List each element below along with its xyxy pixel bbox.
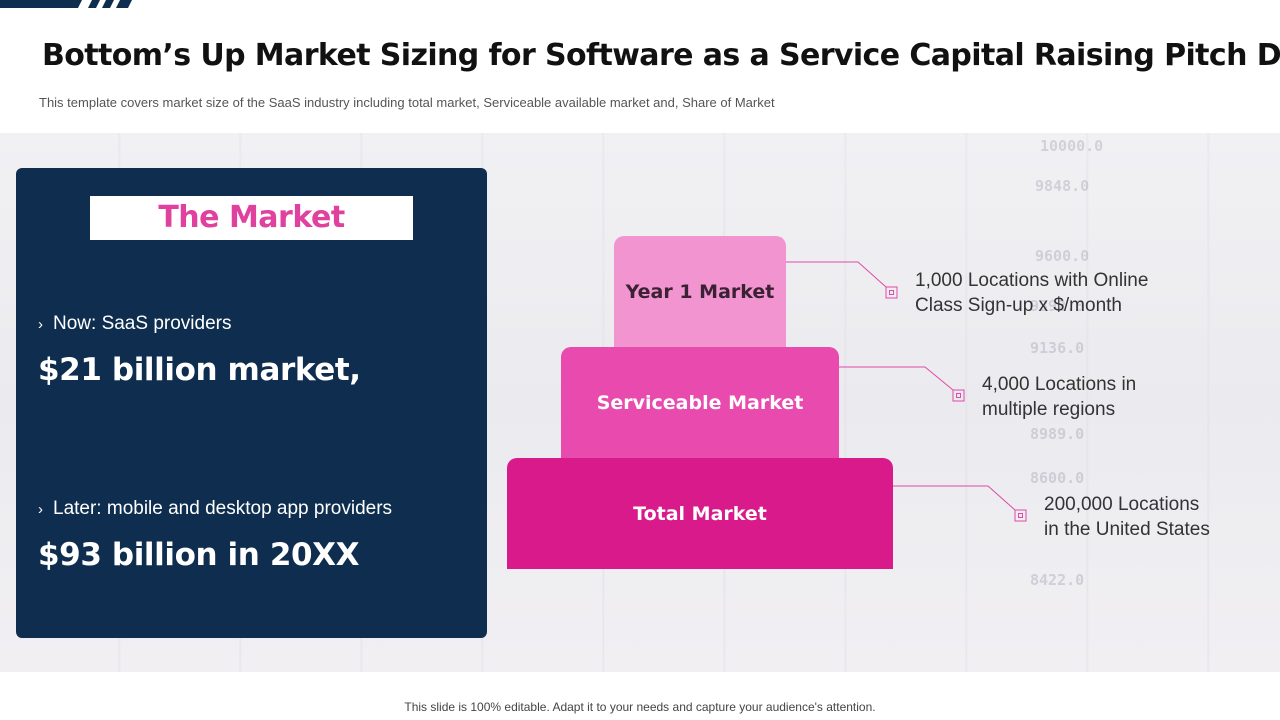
ticker-value: 10000.0 [1040,137,1104,155]
top-accent-stripes [0,0,132,8]
chevron-right-icon: › [38,316,43,333]
tier-description-serviceable: 4,000 Locations in multiple regions [982,372,1136,422]
description-line: in the United States [1044,519,1210,540]
description-line: multiple regions [982,399,1116,420]
later-value: $93 billion in 20XX [38,537,360,573]
ticker-value: 9136.0 [1030,339,1085,357]
now-value: $21 billion market, [38,352,361,388]
pyramid-tier-total: Total Market [507,458,893,569]
now-label: Now: SaaS providers [53,313,232,334]
ticker-value: 8989.0 [1030,425,1085,443]
later-label: Later: mobile and desktop app providers [53,498,393,519]
pyramid-tier-year1: Year 1 Market [614,236,786,348]
later-bullet: › Later: mobile and desktop app providers [38,498,392,520]
ticker-value: 9392.8 [1030,297,1085,315]
now-bullet: › Now: SaaS providers [38,313,231,335]
pyramid-tier-serviceable: Serviceable Market [561,347,839,458]
tier-description-year1: 1,000 Locations with Online Class Sign-u… [915,268,1148,318]
ticker-value: 8422.0 [1030,571,1085,589]
market-heading: The Market [158,200,345,235]
market-heading-box: The Market [90,196,413,240]
description-line: 4,000 Locations in [982,374,1137,395]
chevron-right-icon: › [38,501,43,518]
market-panel [16,168,487,638]
ticker-value: 8600.0 [1030,469,1085,487]
slide-footer: This slide is 100% editable. Adapt it to… [404,700,876,714]
ticker-value: 9848.0 [1035,177,1090,195]
description-line: Class Sign-up x $/month [915,295,1122,316]
slide-title: Bottom’s Up Market Sizing for Software a… [42,38,1280,73]
description-line: 1,000 Locations with Online [915,270,1149,291]
tier-description-total: 200,000 Locations in the United States [1044,492,1210,542]
ticker-value: 9600.0 [1035,247,1090,265]
slide-subtitle: This template covers market size of the … [39,95,775,110]
description-line: 200,000 Locations [1044,494,1200,515]
